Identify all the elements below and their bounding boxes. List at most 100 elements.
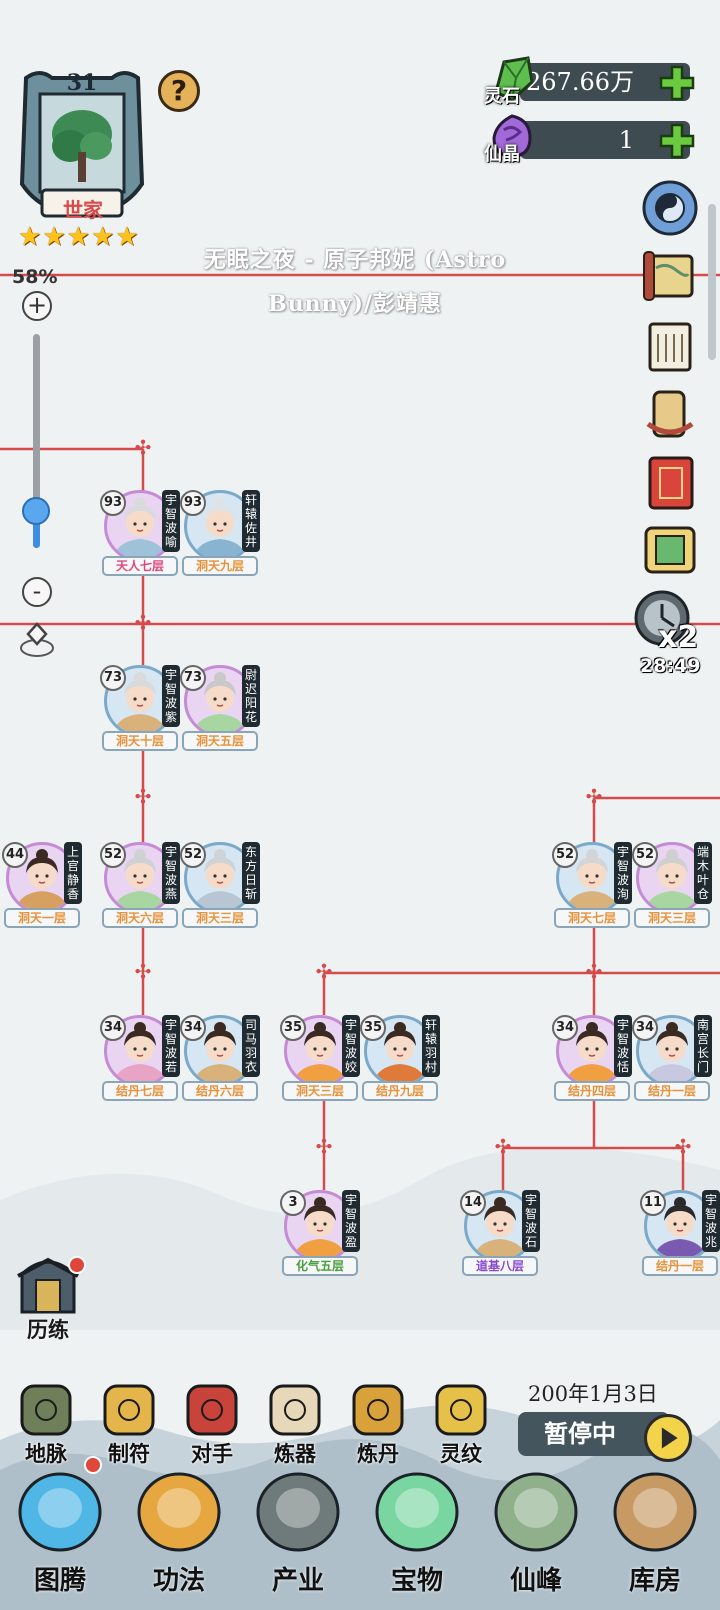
- add-immortal-crystal-button[interactable]: [658, 122, 696, 160]
- tree-knot-icon: ✣: [135, 960, 152, 984]
- spirit-stone-label: 灵石: [484, 86, 520, 107]
- nav-item[interactable]: 宝物: [359, 1448, 474, 1608]
- nav-item[interactable]: 图腾: [2, 1448, 117, 1608]
- tool-label: 制符: [108, 1441, 150, 1466]
- zoom-slider-thumb[interactable]: [22, 497, 50, 525]
- member-rank: 洞天九层: [182, 556, 258, 576]
- member-age: 35: [280, 1015, 306, 1041]
- play-button[interactable]: [644, 1414, 692, 1462]
- zoom-in-button[interactable]: +: [22, 291, 52, 321]
- immortal-peak-icon: [494, 1472, 578, 1552]
- zoom-out-button[interactable]: -: [22, 577, 52, 607]
- tool-label: 灵纹: [440, 1441, 482, 1466]
- totem-icon: [18, 1472, 102, 1552]
- training-label: 历练: [27, 1317, 69, 1342]
- avatar: [565, 1022, 619, 1084]
- clan-emblem[interactable]: 31 世家 ★ ★ ★ ★ ★: [12, 64, 152, 250]
- emblem-frame: [19, 71, 145, 218]
- avatar: [293, 1022, 347, 1084]
- zoom-slider-track[interactable]: [33, 334, 40, 548]
- nav-item[interactable]: 库房: [597, 1448, 712, 1608]
- plaque-icon[interactable]: [640, 520, 700, 580]
- avatar: [15, 849, 69, 911]
- nav-label: 宝物: [390, 1566, 443, 1596]
- add-spirit-stone-button[interactable]: [658, 64, 696, 102]
- member-name: 上官静香: [64, 842, 82, 904]
- tree-knot-icon: ✣: [586, 785, 603, 809]
- locate-icon[interactable]: [16, 618, 58, 660]
- member-rank: 洞天三层: [634, 908, 710, 928]
- member-name: 轩辕佐井: [242, 490, 260, 552]
- tree-knot-icon: ✣: [316, 1135, 333, 1159]
- nav-item[interactable]: 功法: [121, 1448, 236, 1608]
- spirit-stone-bar: 267.66万: [520, 63, 690, 101]
- map-scroll-icon[interactable]: [640, 246, 700, 306]
- member-rank: 结丹一层: [634, 1081, 710, 1101]
- member-age: 11: [640, 1190, 666, 1216]
- game-date: 200年1月3日: [528, 1382, 658, 1406]
- tool-button[interactable]: 灵纹: [423, 1380, 499, 1466]
- member-age: 34: [100, 1015, 126, 1041]
- avatar: [565, 849, 619, 911]
- member-age: 52: [180, 842, 206, 868]
- settings-icon[interactable]: [640, 178, 700, 238]
- nav-item[interactable]: 产业: [240, 1448, 355, 1608]
- avatar: [293, 1197, 347, 1259]
- avatar: [645, 849, 699, 911]
- tool-button[interactable]: 炼丹: [340, 1380, 416, 1466]
- industry-icon: [256, 1472, 340, 1552]
- member-rank: 洞天一层: [4, 908, 80, 928]
- member-name: 尉迟阳花: [242, 665, 260, 727]
- avatar: [653, 1197, 707, 1259]
- member-name: 轩辕羽村: [422, 1015, 440, 1077]
- scroll-indicator[interactable]: [708, 204, 716, 360]
- member-rank: 洞天三层: [182, 908, 258, 928]
- star-icon: ★: [42, 222, 66, 252]
- immortal-crystal-value: 1: [618, 126, 634, 154]
- tree-knot-icon: ✣: [135, 611, 152, 635]
- member-age: 93: [100, 490, 126, 516]
- tree-knot-icon: ✣: [495, 1135, 512, 1159]
- member-age: 52: [632, 842, 658, 868]
- speed-clock-icon[interactable]: [632, 590, 702, 646]
- nav-label: 图腾: [33, 1566, 86, 1596]
- tree-knot-icon: ✣: [316, 960, 333, 984]
- tool-button[interactable]: 对手: [174, 1380, 250, 1466]
- scroll-icon[interactable]: [640, 384, 700, 444]
- speed-timer: 28:49: [640, 655, 701, 677]
- red-book-icon[interactable]: [640, 452, 700, 512]
- member-age: 3: [280, 1190, 306, 1216]
- training-button[interactable]: 历练: [10, 1254, 86, 1342]
- member-rank: 道基八层: [462, 1256, 538, 1276]
- training-gate-icon: [17, 1257, 79, 1314]
- alchemy-icon: [352, 1384, 404, 1436]
- avatar: [193, 497, 247, 559]
- notes-icon[interactable]: [640, 316, 700, 376]
- tool-button[interactable]: 制符: [91, 1380, 167, 1466]
- nav-item[interactable]: 仙峰: [478, 1448, 593, 1608]
- help-button[interactable]: ?: [158, 70, 200, 112]
- member-name: 司马羽衣: [242, 1015, 260, 1077]
- tool-button[interactable]: 炼器: [257, 1380, 333, 1466]
- tool-button[interactable]: 地脉: [8, 1380, 84, 1466]
- member-age: 34: [632, 1015, 658, 1041]
